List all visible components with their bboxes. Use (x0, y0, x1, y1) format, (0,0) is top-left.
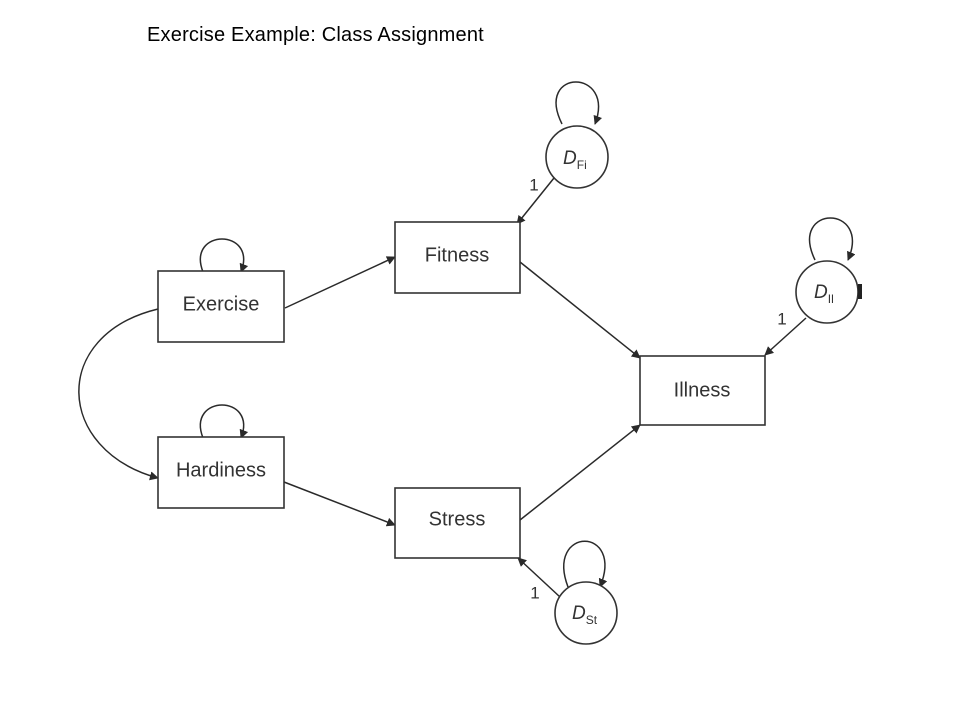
dil-edge-mark (858, 284, 862, 299)
hardiness-node: Hardiness (157, 436, 285, 509)
svg-text:DSt: DSt (572, 603, 598, 627)
stress-to-illness-path (519, 424, 641, 521)
dil-path-label: 1 (777, 309, 786, 328)
hardiness-label: Hardiness (176, 459, 266, 481)
exercise-hardiness-correlation (78, 302, 167, 481)
dil-variance-loop (808, 217, 856, 261)
fitness-to-illness-path (519, 261, 641, 359)
stress-node: Stress (394, 487, 521, 559)
slide-title: Exercise Example: Class Assignment (147, 24, 484, 46)
dil-main-label: D (814, 282, 828, 303)
dfi-subscript: Fi (577, 158, 587, 172)
dst-variance-loop (563, 540, 608, 588)
fitness-node: Fitness (394, 221, 521, 294)
dfi-to-fitness-path (516, 177, 555, 225)
dst-main-label: D (572, 603, 586, 624)
dst-path-label: 1 (530, 583, 539, 602)
dil-to-illness-path (764, 317, 807, 356)
hardiness-to-stress-path (283, 481, 396, 527)
svg-text:DFi: DFi (563, 148, 587, 172)
illness-label: Illness (674, 379, 731, 401)
exercise-node: Exercise (157, 270, 285, 343)
dst-to-stress-path (517, 557, 561, 598)
exercise-variance-loop (199, 238, 249, 273)
exercise-label: Exercise (183, 293, 260, 315)
fitness-label: Fitness (425, 244, 489, 266)
dil-subscript: Il (828, 292, 834, 306)
exercise-to-fitness-path (284, 256, 396, 309)
hardiness-variance-loop (199, 404, 249, 439)
dfi-path-label: 1 (529, 175, 538, 194)
disturbance-fitness: DFi (545, 125, 609, 189)
disturbance-illness: DIl (795, 260, 859, 324)
dst-subscript: St (586, 613, 598, 627)
disturbance-stress: DSt (554, 581, 618, 645)
dfi-main-label: D (563, 148, 577, 169)
dfi-variance-loop (555, 81, 603, 125)
svg-text:DIl: DIl (814, 282, 834, 306)
illness-node: Illness (639, 355, 766, 426)
stress-label: Stress (429, 508, 486, 530)
